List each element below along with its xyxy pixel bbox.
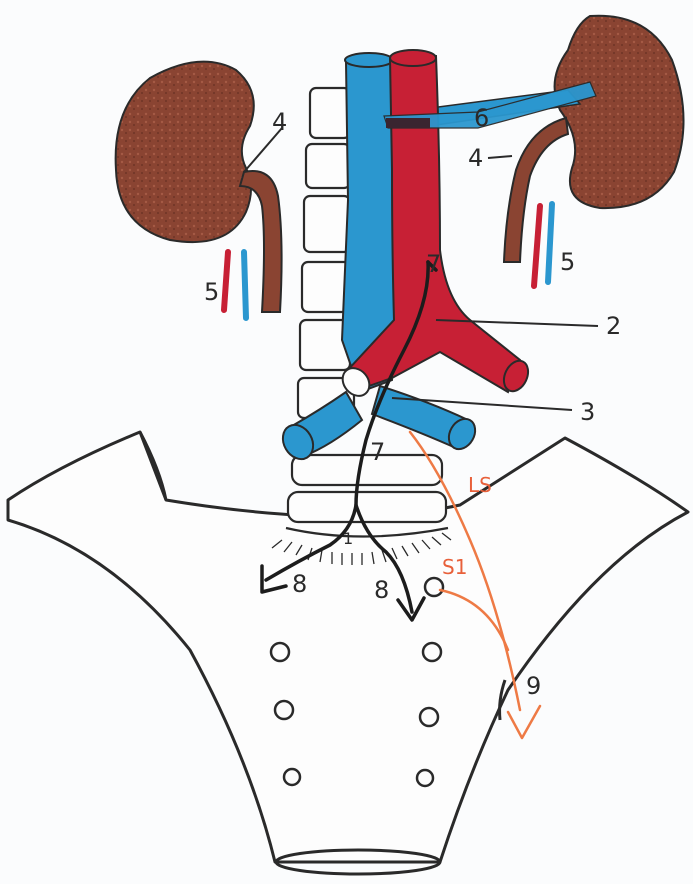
gonadal-vessels-right bbox=[534, 204, 552, 286]
label-1: 1 bbox=[343, 529, 353, 548]
label-2: 2 bbox=[606, 312, 621, 340]
aorta-opening bbox=[390, 50, 436, 66]
right-kidney bbox=[555, 16, 684, 208]
label-4-left: 4 bbox=[272, 108, 287, 136]
arrow-9 bbox=[508, 706, 540, 738]
label-ls: LS bbox=[468, 473, 492, 497]
label-9: 9 bbox=[526, 672, 541, 700]
renal-artery-dark bbox=[386, 118, 430, 128]
left-kidney bbox=[116, 62, 254, 242]
gonadal-vessels-left bbox=[224, 252, 246, 318]
label-6: 6 bbox=[474, 104, 489, 132]
label-5-right: 5 bbox=[560, 248, 575, 276]
label-3: 3 bbox=[580, 398, 595, 426]
label-8-left: 8 bbox=[292, 570, 307, 598]
label-4-right: 4 bbox=[468, 144, 483, 172]
vena-cava-opening bbox=[345, 53, 393, 67]
label-7-top: 7 bbox=[426, 250, 441, 278]
label-s1: S1 bbox=[442, 555, 467, 579]
label-5-left: 5 bbox=[204, 278, 219, 306]
label-8-right: 8 bbox=[374, 576, 389, 604]
label-7-bottom: 7 bbox=[370, 438, 385, 466]
